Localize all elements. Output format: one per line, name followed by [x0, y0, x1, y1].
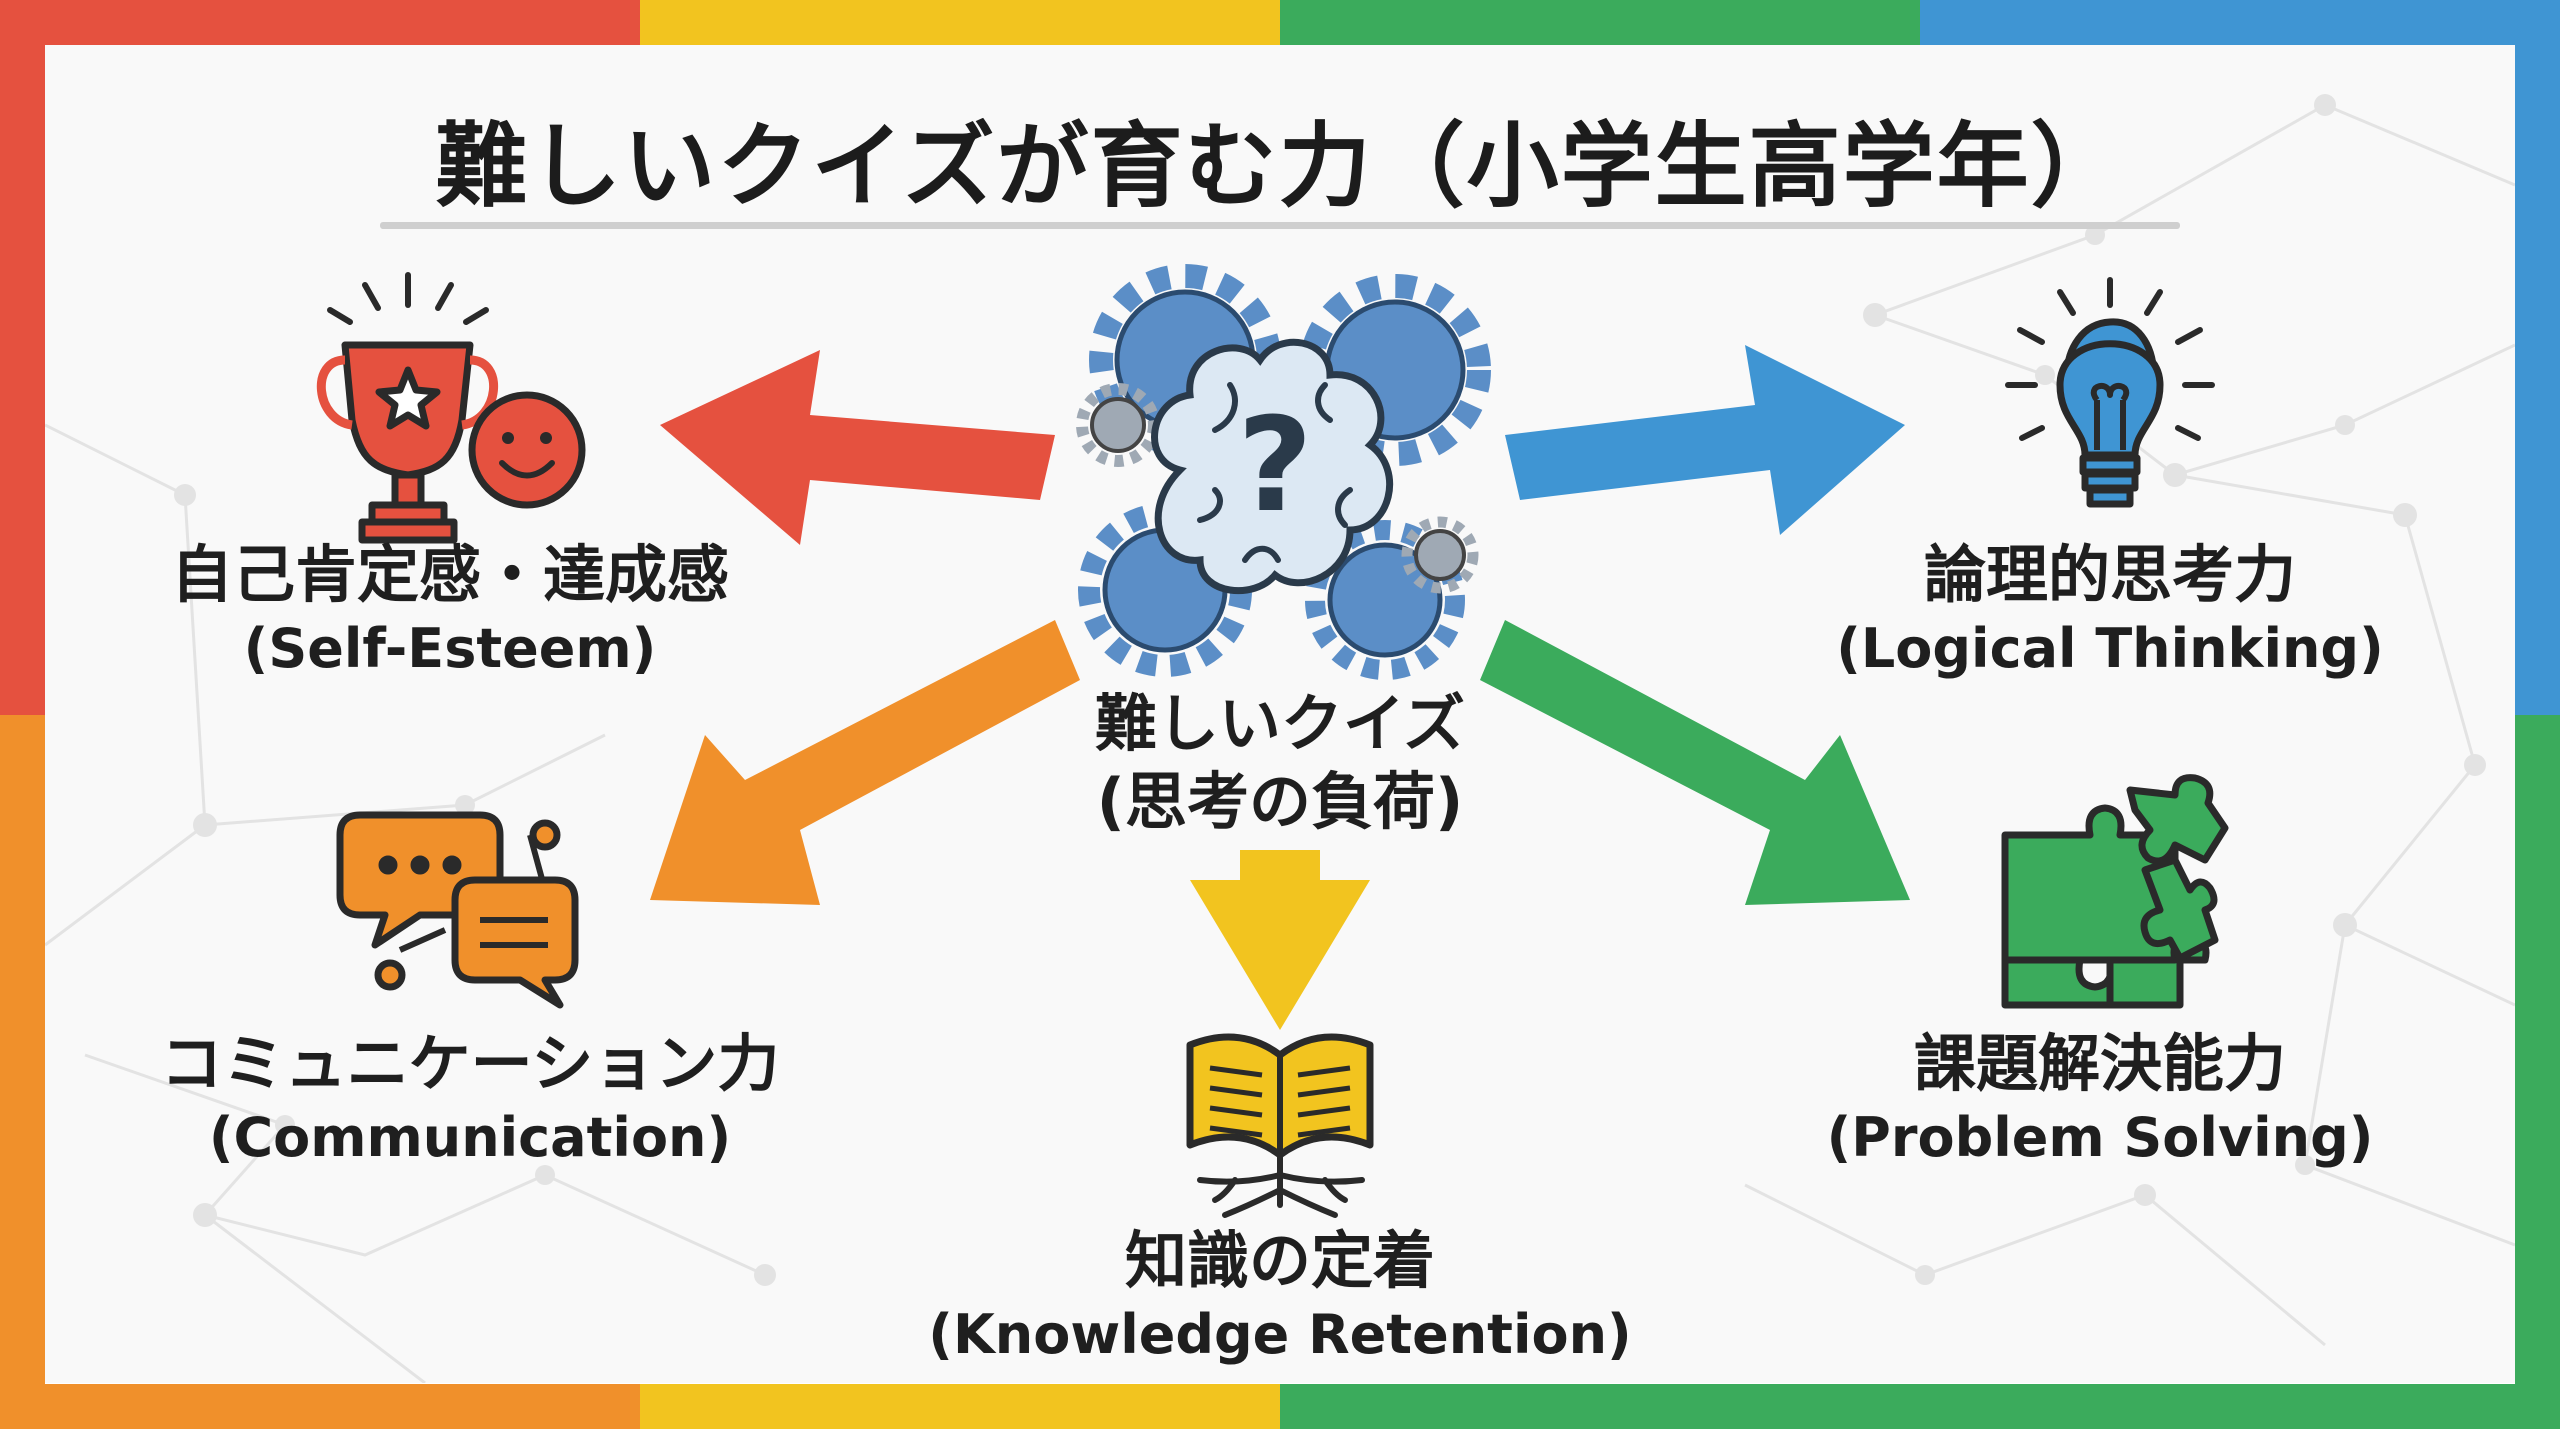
chat-bubbles-icon: [336, 811, 579, 1009]
label-logical-thinking: 論理的思考力 (Logical Thinking): [1730, 536, 2490, 684]
frame-left-orange: [0, 715, 45, 1429]
frame-bottom-yellow: [640, 1384, 1280, 1429]
arrow-to-logical: [1505, 345, 1905, 535]
lightbulb-icon: [2056, 318, 2164, 508]
gear-icon: [1305, 520, 1465, 680]
frame-right-blue: [2515, 0, 2560, 715]
trophy-icon: [317, 341, 498, 544]
arrow-to-problem-solving: [1480, 620, 1910, 905]
label-knowledge-retention: 知識の定着 (Knowledge Retention): [900, 1222, 1660, 1370]
label-self-esteem: 自己肯定感・達成感 (Self-Esteem): [70, 536, 830, 684]
frame-left-red: [0, 0, 45, 715]
arrow-to-knowledge: [1190, 850, 1370, 1030]
light-rays: [2005, 277, 2215, 441]
communication-jp: コミュニケーション力: [160, 1027, 780, 1100]
communication-en: (Communication): [208, 1106, 732, 1169]
problem-solving-en: (Problem Solving): [1826, 1106, 2374, 1169]
title-underline: [380, 222, 2180, 229]
frame-bottom-orange: [0, 1384, 640, 1429]
knowledge-jp: 知識の定着: [1124, 1224, 1435, 1297]
center-label: 難しいクイズ: [1094, 687, 1466, 760]
frame-bottom-green: [1280, 1384, 2560, 1429]
frame-top-red: [0, 0, 640, 45]
arrow-to-self-esteem: [660, 350, 1055, 545]
logical-en: (Logical Thinking): [1836, 617, 2384, 680]
center-sublabel: (思考の負荷): [1096, 765, 1464, 838]
knowledge-en: (Knowledge Retention): [928, 1303, 1632, 1366]
brain-icon: [1151, 338, 1394, 595]
page-title: 難しいクイズが育む力（小学生高学年）: [435, 113, 2125, 220]
sparkle-lines: [327, 272, 489, 325]
book-icon: [1186, 1033, 1374, 1159]
label-problem-solving: 課題解決能力 (Problem Solving): [1720, 1025, 2480, 1173]
label-center-quiz: 難しいクイズ (思考の負荷): [900, 685, 1660, 841]
self-esteem-en: (Self-Esteem): [243, 617, 657, 680]
logical-jp: 論理的思考力: [1923, 538, 2296, 611]
self-esteem-jp: 自己肯定感・達成感: [170, 538, 729, 611]
puzzle-icon: [2001, 774, 2229, 1009]
frame-right-green: [2515, 715, 2560, 1429]
label-communication: コミュニケーション力 (Communication): [90, 1025, 850, 1173]
arrow-to-communication: [650, 620, 1080, 905]
smile-icon: [468, 391, 586, 509]
gear-icon: [1401, 516, 1479, 594]
question-icon: ?: [1237, 389, 1312, 541]
network-background: [45, 94, 2515, 1383]
frame-top-yellow: [640, 0, 1280, 45]
brain-folds: [1197, 382, 1353, 563]
frame-top-green: [1280, 0, 1920, 45]
roots-icon: [1197, 1152, 1365, 1218]
problem-solving-jp: 課題解決能力: [1913, 1027, 2286, 1100]
frame-top-blue: [1920, 0, 2560, 45]
